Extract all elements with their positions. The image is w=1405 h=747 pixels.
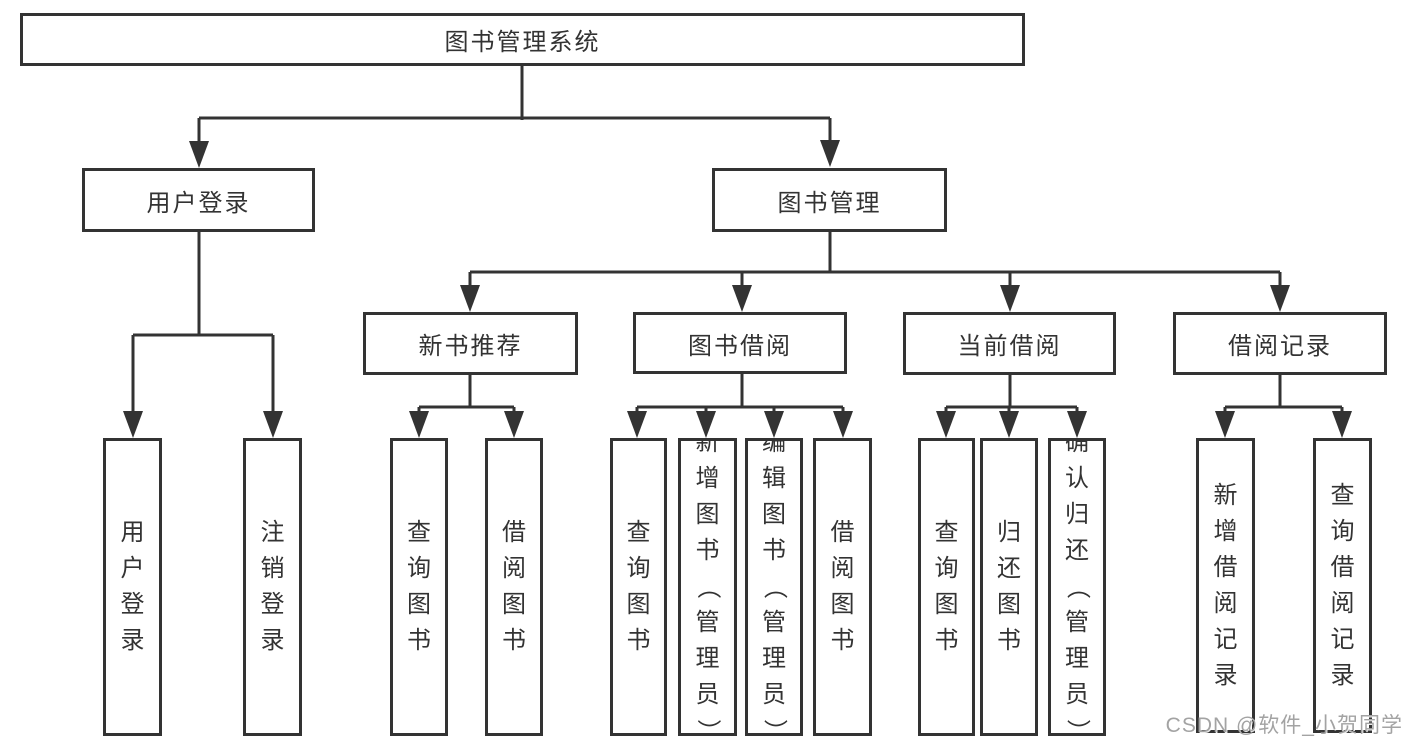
leaf-borrow-books: 借阅图书 — [485, 438, 543, 736]
leaf-add-books-admin: 新增图书（管理员） — [678, 438, 737, 736]
node-new-book-recommend: 新书推荐 — [363, 312, 578, 375]
leaf-logout: 注销登录 — [243, 438, 302, 736]
node-book-management: 图书管理 — [712, 168, 947, 232]
leaf-query-borrow-record: 查询借阅记录 — [1313, 438, 1372, 733]
csdn-watermark: CSDN @软件_小贺同学 — [1165, 714, 1403, 737]
leaf-add-borrow-record: 新增借阅记录 — [1196, 438, 1255, 733]
node-library-management-system: 图书管理系统 — [20, 13, 1025, 66]
node-book-borrow: 图书借阅 — [633, 312, 847, 374]
leaf-query-books-3: 查询图书 — [918, 438, 975, 736]
node-borrow-records: 借阅记录 — [1173, 312, 1387, 375]
leaf-query-books-2: 查询图书 — [610, 438, 667, 736]
node-current-borrow: 当前借阅 — [903, 312, 1116, 375]
leaf-borrow-books-2: 借阅图书 — [813, 438, 872, 736]
leaf-confirm-return-admin: 确认归还（管理员） — [1048, 438, 1106, 736]
leaf-edit-books-admin: 编辑图书（管理员） — [745, 438, 803, 736]
leaf-return-books: 归还图书 — [980, 438, 1038, 736]
leaf-user-login: 用户登录 — [103, 438, 162, 736]
node-user-login: 用户登录 — [82, 168, 315, 232]
leaf-query-books: 查询图书 — [390, 438, 448, 736]
